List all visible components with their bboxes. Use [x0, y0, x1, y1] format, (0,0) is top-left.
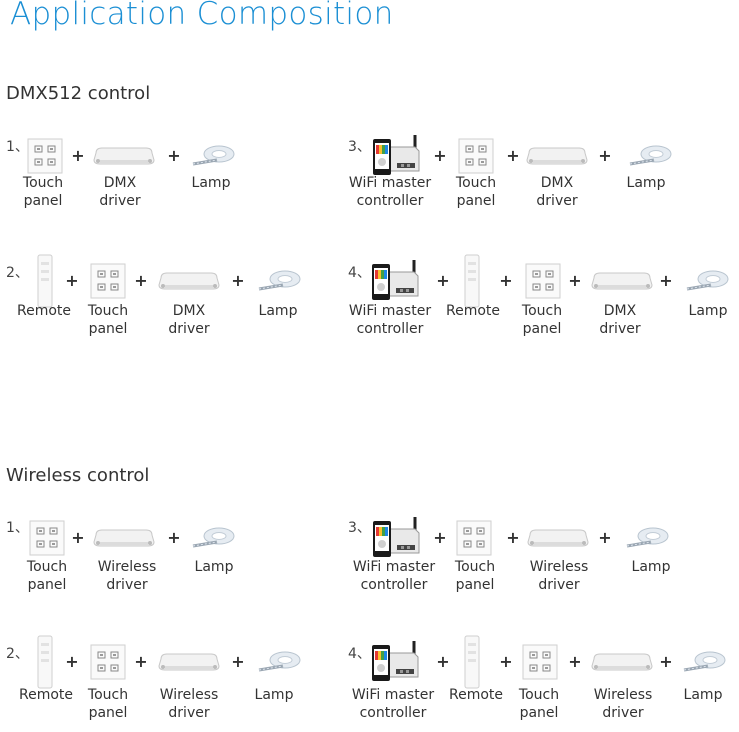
touch-panel-image [458, 138, 494, 174]
touch-panel-image [29, 520, 65, 556]
plus-sign: + [598, 528, 612, 547]
component-label: Touch panel [521, 303, 563, 337]
plus-sign: + [231, 652, 245, 671]
component-label: Wireless driver [593, 687, 653, 721]
component-label: Remote [448, 687, 504, 703]
component-label: Remote [445, 303, 501, 319]
component-label: Lamp [194, 559, 234, 575]
driver-image [92, 145, 156, 167]
remote-image [36, 635, 54, 689]
component-label: WiFi master controller [348, 303, 432, 337]
driver-image [157, 270, 221, 292]
component-label: Lamp [631, 559, 671, 575]
plus-sign: + [71, 528, 85, 547]
plus-sign: + [436, 271, 450, 290]
driver-image [526, 527, 590, 549]
component-label: Touch panel [87, 303, 129, 337]
plus-sign: + [499, 652, 513, 671]
group-number: 1、 [6, 520, 29, 536]
touch-panel-image [27, 138, 63, 174]
component-label: DMX driver [168, 303, 210, 337]
wifi-controller-image [371, 133, 421, 179]
component-label: Remote [16, 303, 72, 319]
touch-panel-image [90, 644, 126, 680]
wifi-controller-image [370, 639, 420, 685]
plus-sign: + [506, 528, 520, 547]
touch-panel-image [525, 263, 561, 299]
driver-image [157, 651, 221, 673]
plus-sign: + [134, 652, 148, 671]
remote-image [463, 254, 481, 308]
page-title: Application Composition [10, 0, 394, 32]
plus-sign: + [65, 271, 79, 290]
plus-sign: + [598, 146, 612, 165]
plus-sign: + [167, 528, 181, 547]
component-label: Lamp [258, 303, 298, 319]
plus-sign: + [231, 271, 245, 290]
plus-sign: + [506, 146, 520, 165]
component-label: DMX driver [599, 303, 641, 337]
plus-sign: + [433, 146, 447, 165]
lamp-image [257, 650, 303, 674]
component-label: WiFi master controller [351, 687, 435, 721]
lamp-image [257, 269, 303, 293]
component-label: Touch panel [87, 687, 129, 721]
lamp-image [685, 269, 731, 293]
component-label: Lamp [191, 175, 231, 191]
component-label: Remote [18, 687, 74, 703]
plus-sign: + [568, 271, 582, 290]
component-label: Wireless driver [159, 687, 219, 721]
lamp-image [191, 144, 237, 168]
group-number: 3、 [348, 520, 371, 536]
component-label: Lamp [688, 303, 728, 319]
component-label: Touch panel [455, 175, 497, 209]
group-number: 4、 [348, 646, 371, 662]
plus-sign: + [436, 652, 450, 671]
group-number: 4、 [348, 265, 371, 281]
plus-sign: + [659, 271, 673, 290]
group-number: 1、 [6, 139, 29, 155]
group-number: 3、 [348, 139, 371, 155]
component-label: WiFi master controller [348, 175, 432, 209]
lamp-image [625, 526, 671, 550]
touch-panel-image [456, 520, 492, 556]
component-label: DMX driver [99, 175, 141, 209]
driver-image [590, 651, 654, 673]
component-label: Touch panel [26, 559, 68, 593]
plus-sign: + [659, 652, 673, 671]
section-heading-wireless: Wireless control [6, 465, 150, 486]
remote-image [36, 254, 54, 308]
component-label: Wireless driver [529, 559, 589, 593]
component-label: Lamp [626, 175, 666, 191]
plus-sign: + [499, 271, 513, 290]
component-label: Lamp [254, 687, 294, 703]
component-label: Wireless driver [97, 559, 157, 593]
plus-sign: + [71, 146, 85, 165]
lamp-image [682, 650, 728, 674]
component-label: Lamp [683, 687, 723, 703]
remote-image [463, 635, 481, 689]
section-heading-dmx: DMX512 control [6, 83, 151, 104]
lamp-image [628, 144, 674, 168]
plus-sign: + [167, 146, 181, 165]
plus-sign: + [568, 652, 582, 671]
driver-image [525, 145, 589, 167]
plus-sign: + [134, 271, 148, 290]
touch-panel-image [90, 263, 126, 299]
driver-image [590, 270, 654, 292]
component-label: DMX driver [536, 175, 578, 209]
lamp-image [191, 526, 237, 550]
plus-sign: + [433, 528, 447, 547]
component-label: Touch panel [454, 559, 496, 593]
group-number: 2、 [6, 646, 29, 662]
driver-image [92, 527, 156, 549]
component-label: Touch panel [22, 175, 64, 209]
component-label: WiFi master controller [352, 559, 436, 593]
wifi-controller-image [371, 515, 421, 561]
group-number: 2、 [6, 265, 29, 281]
component-label: Touch panel [518, 687, 560, 721]
touch-panel-image [522, 644, 558, 680]
plus-sign: + [65, 652, 79, 671]
wifi-controller-image [370, 258, 420, 304]
